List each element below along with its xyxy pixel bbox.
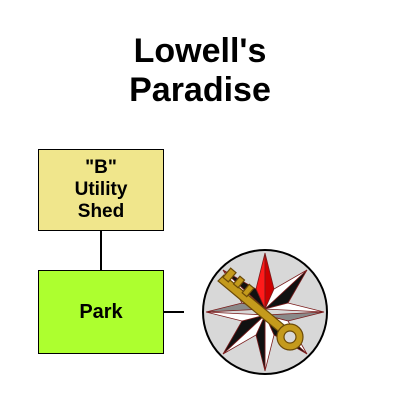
- park-node[interactable]: Park: [38, 270, 164, 354]
- shed-park-connector: [100, 231, 102, 270]
- shed-label-line-3: Shed: [77, 201, 125, 222]
- diagram-title: Lowell's Paradise: [0, 32, 400, 110]
- compass-rose-with-key-icon[interactable]: [200, 247, 330, 377]
- shed-label-line-2: Utility: [74, 179, 128, 200]
- title-line-1: Lowell's: [133, 32, 267, 70]
- park-compass-connector: [164, 311, 184, 313]
- park-label: Park: [79, 300, 123, 323]
- utility-shed-node[interactable]: "B" Utility Shed: [38, 149, 164, 231]
- title-line-2: Paradise: [129, 71, 271, 109]
- shed-label-line-1: "B": [85, 157, 117, 178]
